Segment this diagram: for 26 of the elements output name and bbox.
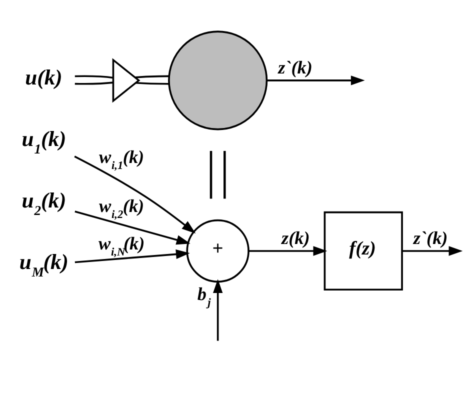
edge-label: z`(k) [413,227,448,248]
arrow [74,248,190,263]
node-circle: + [186,218,250,282]
node-box: f(z) [324,210,403,290]
node-text: u$_{2}$(k) [22,188,66,218]
connector [136,81,170,84]
edge-label: z(k) [282,227,310,248]
edge-label: w$_{i,N}$(k) [98,233,145,258]
edge-label: z`(k) [278,56,312,77]
node-text: u$_{M}$(k) [19,249,68,279]
connector [135,74,169,78]
node-triangle [112,58,140,102]
connector [74,81,114,84]
node-circle [168,30,268,130]
arrow [74,210,190,244]
node-text: u(k) [25,65,62,90]
edge-label: w$_{i,1}$(k) [99,146,144,172]
edge-label: b$_{j}$ [197,284,211,309]
arrow [212,278,223,340]
connector [74,74,114,78]
arrow [248,246,328,256]
arrow [74,155,196,234]
arrow [402,246,463,256]
node-text: u$_{1}$(k) [22,126,66,156]
arrow [267,75,365,85]
edge-label: w$_{i,2}$(k) [99,196,144,221]
